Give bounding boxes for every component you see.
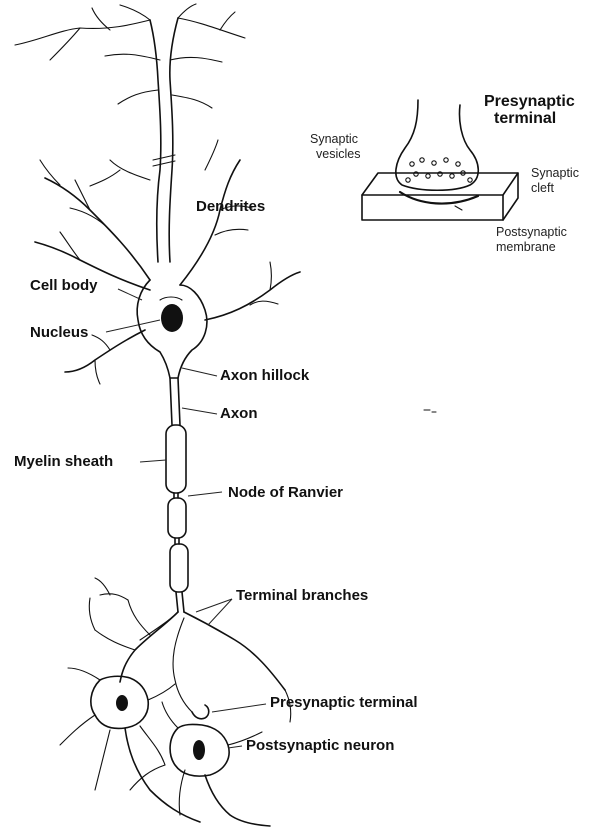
inset-title-line2: terminal xyxy=(494,110,556,127)
label-terminal-branches: Terminal branches xyxy=(236,587,368,604)
label-postsynaptic-membrane-line2: membrane xyxy=(496,240,556,254)
myelin-segment xyxy=(170,544,188,592)
label-postsynaptic-membrane-line1: Postsynaptic xyxy=(496,225,567,239)
label-synaptic-vesicles-line1: Synaptic xyxy=(310,132,358,146)
label-dendrites: Dendrites xyxy=(196,198,265,215)
cell-body-shape xyxy=(137,280,207,378)
label-myelin-sheath: Myelin sheath xyxy=(14,453,113,470)
myelin-segment xyxy=(166,425,186,493)
label-postsynaptic-neuron: Postsynaptic neuron xyxy=(246,737,394,754)
label-axon: Axon xyxy=(220,405,258,422)
label-synaptic-vesicles-line2: vesicles xyxy=(316,147,360,161)
label-cell-body: Cell body xyxy=(30,277,98,294)
label-synaptic-cleft-line1: Synaptic xyxy=(531,166,579,180)
label-axon-hillock: Axon hillock xyxy=(220,367,310,384)
label-nucleus: Nucleus xyxy=(30,324,88,341)
label-node-of-ranvier: Node of Ranvier xyxy=(228,484,343,501)
label-synaptic-cleft-line2: cleft xyxy=(531,181,554,195)
nucleus-shape xyxy=(161,304,183,332)
axon-shape xyxy=(166,378,188,612)
myelin-segment xyxy=(168,498,186,538)
inset-title-line1: Presynaptic xyxy=(484,93,575,110)
synaptic-vesicles xyxy=(406,158,472,182)
synapse-inset xyxy=(362,100,518,412)
label-presynaptic-terminal: Presynaptic terminal xyxy=(270,694,418,711)
